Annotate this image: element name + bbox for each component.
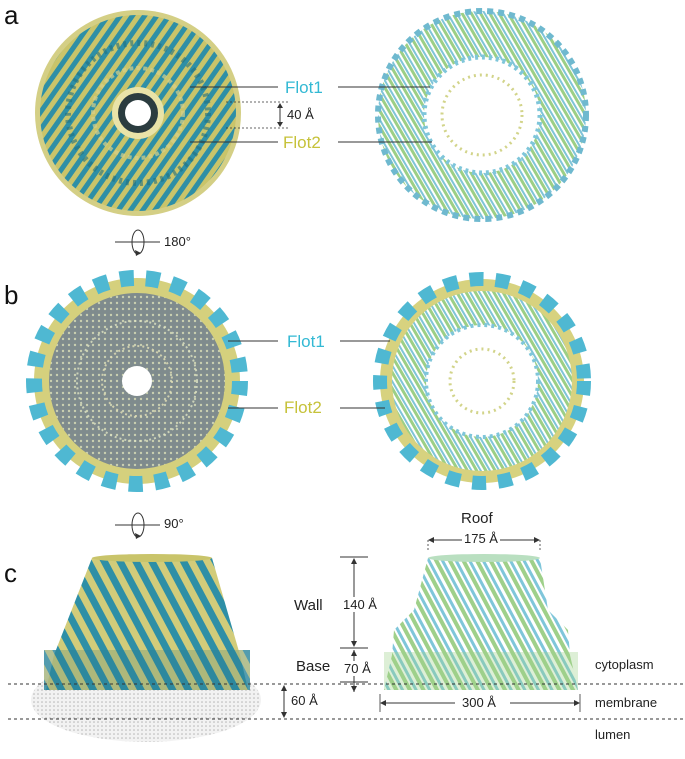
roof-label: Roof bbox=[461, 510, 493, 527]
panel-b-flot2-label: Flot2 bbox=[284, 398, 322, 417]
panel-a-left-top-view bbox=[35, 10, 241, 216]
rotation-180-label: 180° bbox=[164, 234, 191, 249]
panel-c-right-side-view bbox=[384, 554, 578, 690]
panel-a-flot2-label: Flot2 bbox=[283, 133, 321, 152]
panel-letter-c: c bbox=[4, 558, 17, 588]
panel-b-flot1-label: Flot1 bbox=[287, 332, 325, 351]
panel-letter-b: b bbox=[4, 280, 19, 310]
panel-a-flot1-label: Flot1 bbox=[285, 78, 323, 97]
panel-c-left-side-view bbox=[31, 554, 261, 742]
rotation-90-label: 90° bbox=[164, 516, 184, 531]
membrane-label: membrane bbox=[595, 695, 658, 710]
rotate-180-icon bbox=[115, 229, 160, 256]
panel-a-right-top-view bbox=[375, 8, 589, 222]
roof-width-label: 175 Å bbox=[462, 531, 500, 546]
panel-a-gap-label: 40 Å bbox=[287, 107, 314, 122]
rotate-90-icon bbox=[115, 512, 160, 539]
wall-height-label: 140 Å bbox=[342, 597, 378, 612]
base-width-label: 300 Å bbox=[462, 695, 496, 710]
wall-label: Wall bbox=[294, 597, 323, 614]
panel-b-right-view bbox=[373, 272, 591, 490]
membrane-thickness-label: 60 Å bbox=[291, 693, 318, 708]
panel-letter-a: a bbox=[4, 0, 19, 30]
base-label: Base bbox=[296, 658, 331, 675]
panel-b-left-bottom-view bbox=[26, 270, 248, 492]
cytoplasm-label: cytoplasm bbox=[595, 657, 654, 672]
base-height-label: 70 Å bbox=[343, 661, 372, 676]
lumen-label: lumen bbox=[595, 727, 631, 742]
